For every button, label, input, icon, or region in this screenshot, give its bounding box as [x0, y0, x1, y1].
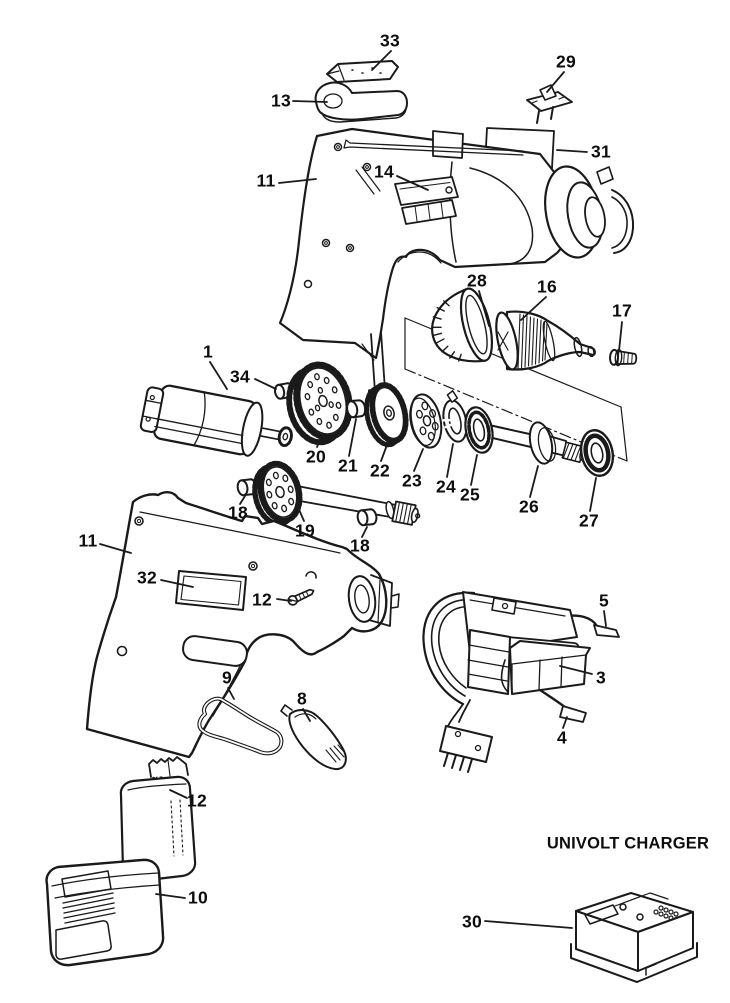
lead-4-terminal — [559, 705, 587, 723]
part-label-5: 5 — [598, 590, 610, 611]
part-label-17: 17 — [611, 300, 633, 321]
switch-lever-drawing — [280, 704, 347, 771]
switch-assembly-drawing — [422, 591, 620, 773]
part-label-20: 20 — [305, 446, 327, 467]
lead-5-terminal — [593, 624, 620, 638]
part-label-26: 26 — [518, 496, 540, 517]
part-label-31: 31 — [590, 141, 612, 162]
part-label-10: 10 — [187, 887, 209, 908]
spindle-flange-26-drawing — [528, 421, 587, 465]
clip-drawing — [526, 84, 573, 124]
part-label-11-upper: 11 — [256, 170, 276, 191]
part-label-12-mid: 12 — [251, 589, 273, 610]
part-label-1: 1 — [202, 341, 214, 362]
carrier-plate-23-drawing — [409, 393, 443, 449]
part-label-8: 8 — [296, 688, 308, 709]
pinion-gear-19-drawing — [252, 460, 421, 527]
motor-drawing — [139, 384, 293, 457]
part-label-32: 32 — [136, 567, 158, 588]
ring-gear-20-drawing — [286, 361, 353, 446]
bearing-25-drawing — [464, 406, 494, 454]
charger-drawing — [570, 892, 698, 983]
part-label-22: 22 — [369, 460, 391, 481]
clutch-collar-drawing — [431, 287, 494, 363]
lower-housing-drawing — [85, 490, 400, 759]
part-label-12-lower: 12 — [186, 790, 208, 811]
part-label-14: 14 — [373, 161, 395, 182]
part-label-16: 16 — [536, 276, 558, 297]
bearing-27-drawing — [579, 429, 615, 477]
part-label-13: 13 — [270, 90, 292, 111]
chuck-drawing — [495, 310, 596, 371]
part-label-19: 19 — [294, 520, 316, 541]
part-label-34: 34 — [229, 366, 251, 387]
part-label-18-right: 18 — [349, 535, 371, 556]
cover-tray-drawing — [314, 81, 408, 123]
gear-22-drawing — [364, 382, 409, 448]
part-label-27: 27 — [578, 510, 600, 531]
retainer-24-drawing — [442, 390, 468, 443]
screw-17-drawing — [608, 348, 638, 367]
part-label-28: 28 — [466, 270, 488, 291]
part-label-4: 4 — [556, 727, 568, 748]
battery-pack-drawing — [45, 756, 197, 967]
bushing-18-right-drawing — [356, 508, 378, 527]
drill-bit-drawing — [326, 60, 399, 83]
leader-lines — [99, 50, 623, 929]
part-label-30: 30 — [461, 911, 483, 932]
part-label-21: 21 — [337, 455, 359, 476]
screw-12-mid-drawing — [287, 588, 315, 606]
part-label-9: 9 — [221, 667, 233, 688]
wire-bail-drawing — [197, 696, 284, 756]
charger-section-heading: UNIVOLT CHARGER — [546, 834, 710, 853]
upper-housing-drawing — [278, 127, 635, 409]
part-label-29: 29 — [555, 51, 577, 72]
part-label-25: 25 — [459, 484, 481, 505]
part-label-33: 33 — [379, 30, 401, 51]
part-label-18-left: 18 — [227, 502, 249, 523]
part-label-3: 3 — [595, 667, 607, 688]
washer-21-drawing — [346, 399, 367, 419]
part-14-plate — [394, 176, 459, 225]
part-label-24: 24 — [435, 476, 457, 497]
part-label-11-lower: 11 — [78, 530, 98, 551]
part-label-23: 23 — [401, 470, 423, 491]
